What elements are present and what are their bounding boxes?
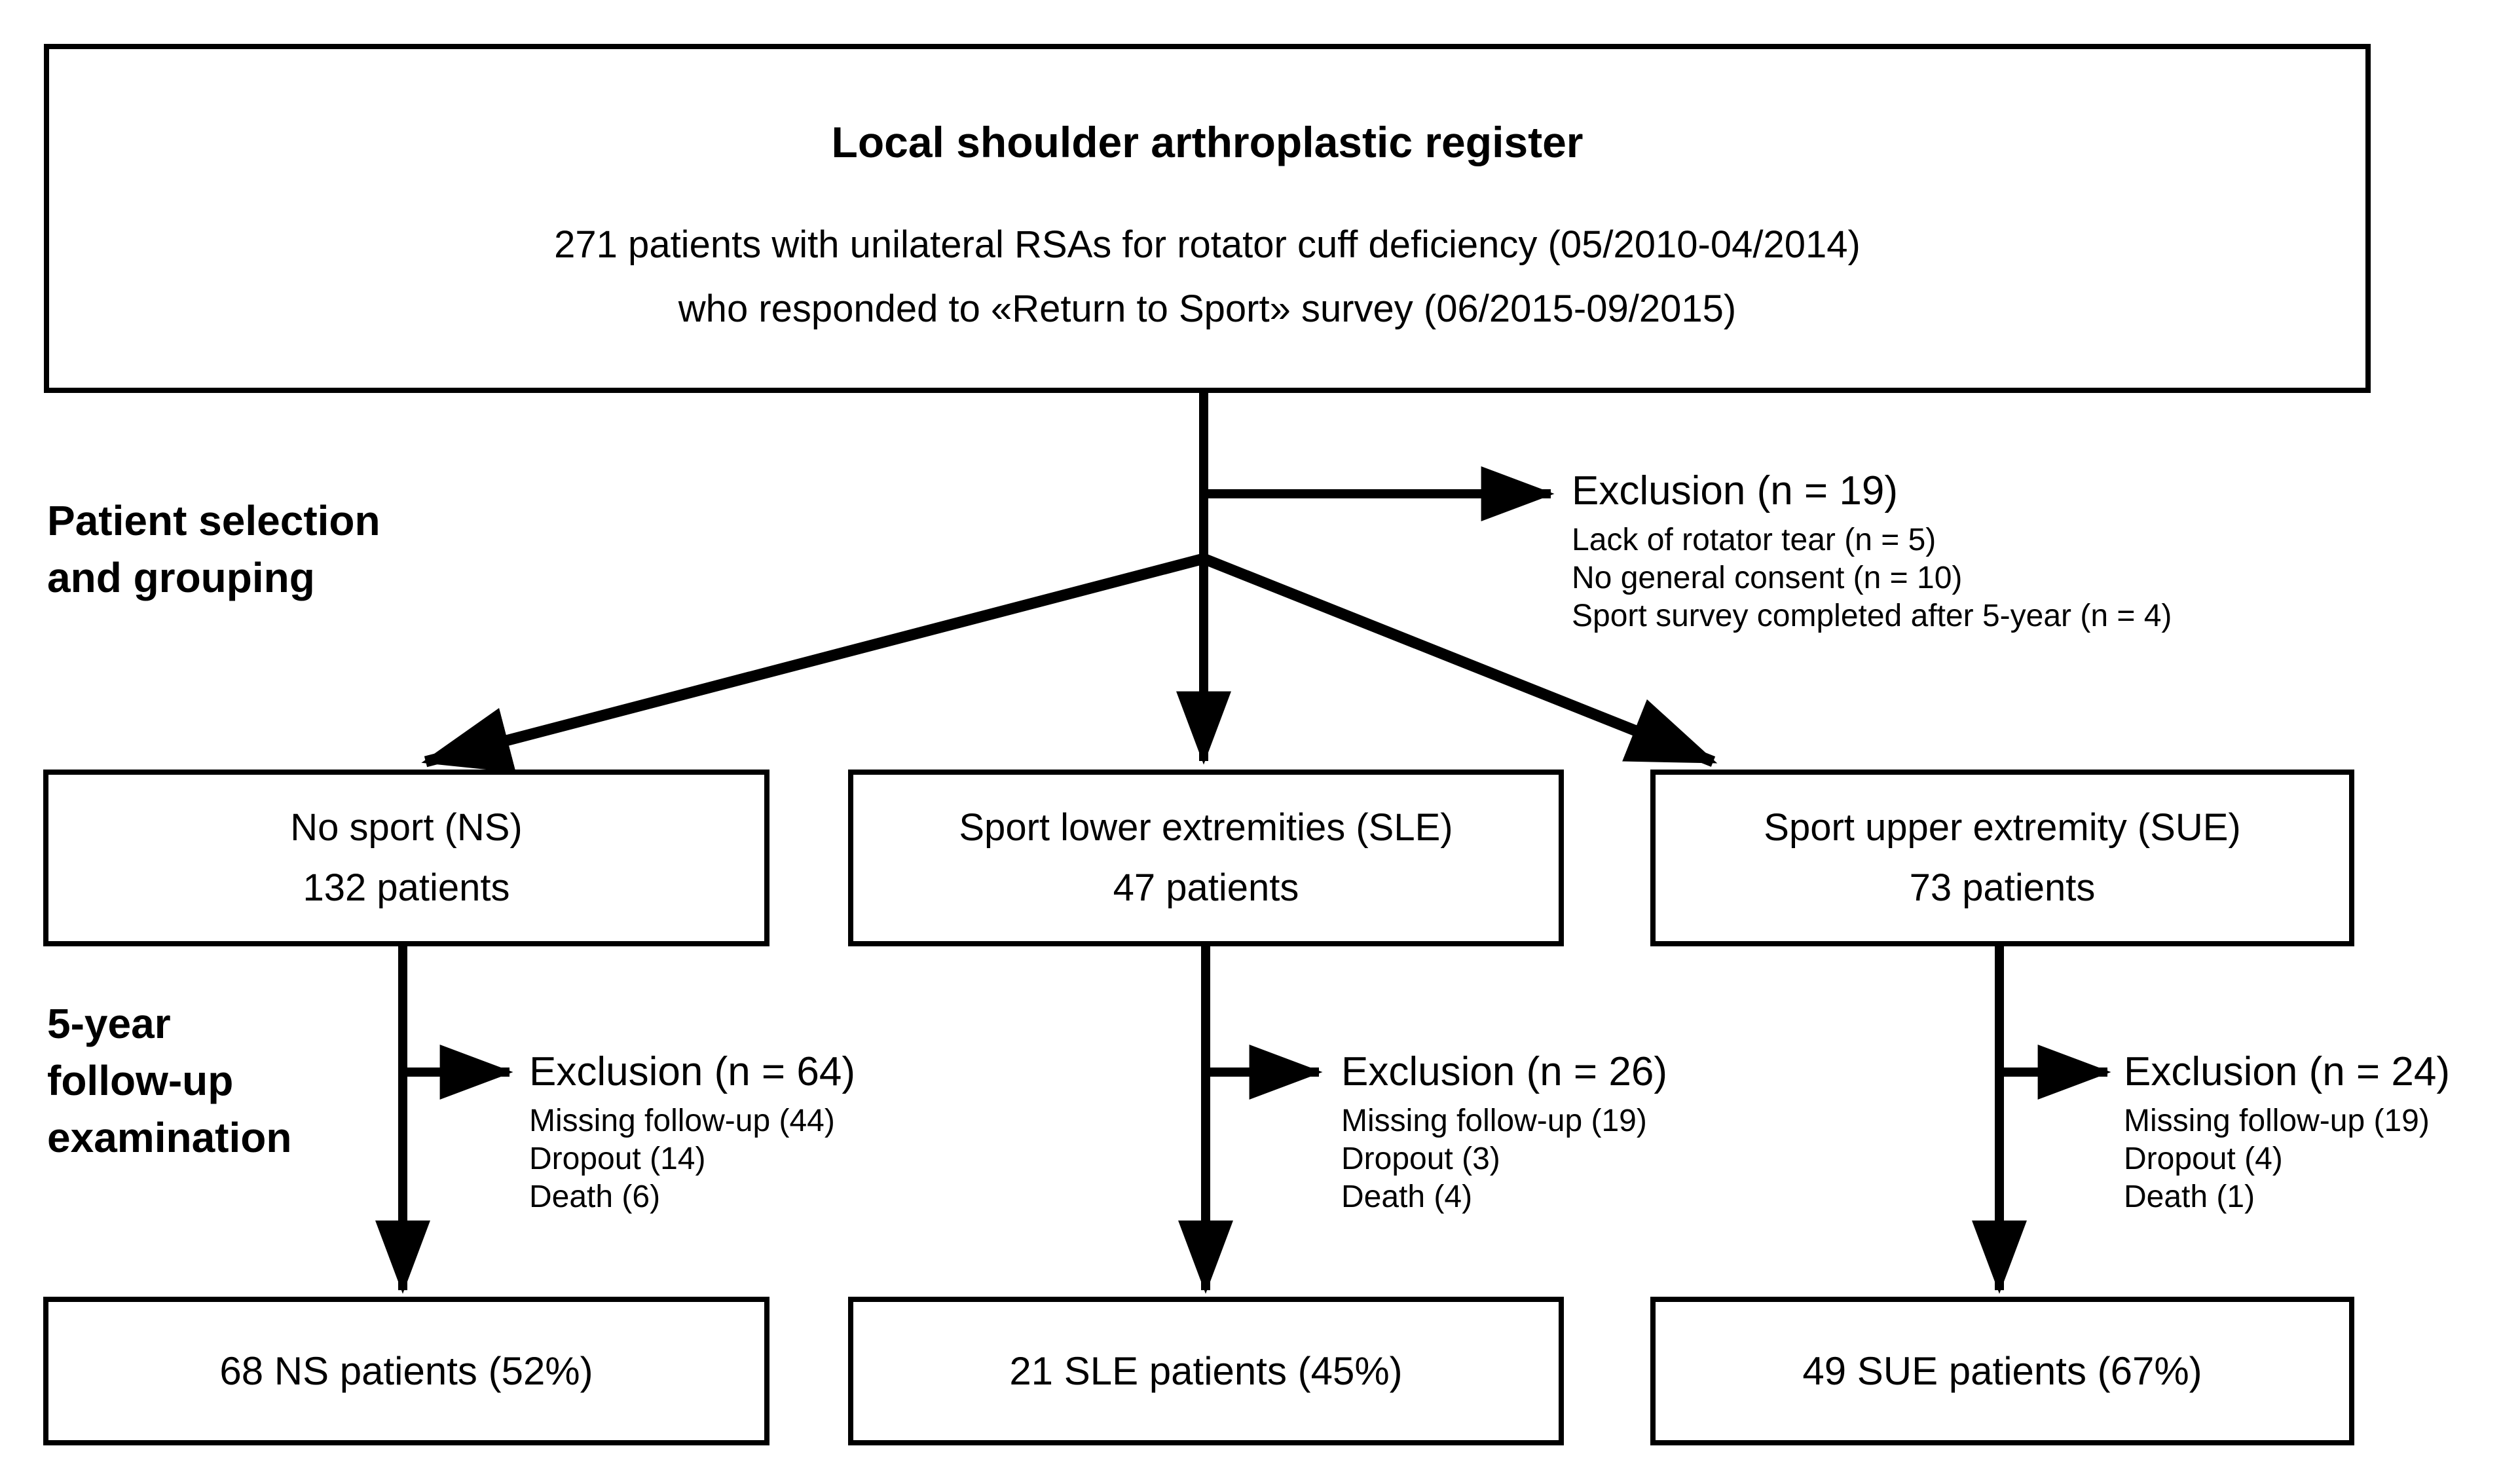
exclusion-top-item: Sport survey completed after 5-year (n =… <box>1572 599 2172 633</box>
register-description-line1: 271 patients with unilateral RSAs for ro… <box>554 223 1861 266</box>
register-title: Local shoulder arthroplastic register <box>831 118 1584 166</box>
group-count: 132 patients <box>303 866 510 909</box>
exclusion-sle-items: Missing follow-up (19) Dropout (3) Death… <box>1341 1102 1667 1216</box>
group-name: Sport lower extremities (SLE) <box>959 806 1453 849</box>
register-description: 271 patients with unilateral RSAs for ro… <box>554 213 1861 341</box>
exclusion-sue-title: Exclusion (n = 24) <box>2124 1049 2450 1094</box>
exclusion-top-item: No general consent (n = 10) <box>1572 561 1963 595</box>
stage-label-followup-line2: follow-up <box>47 1057 234 1104</box>
group-count: 47 patients <box>1113 866 1299 909</box>
exclusion-block-sle: Exclusion (n = 26) Missing follow-up (19… <box>1341 1049 1667 1216</box>
stage-label-selection-line2: and grouping <box>47 554 315 601</box>
exclusion-sue-items: Missing follow-up (19) Dropout (4) Death… <box>2124 1102 2450 1216</box>
exclusion-sle-item: Missing follow-up (19) <box>1341 1104 1647 1138</box>
exclusion-sue-item: Death (1) <box>2124 1179 2255 1214</box>
exclusion-sle-title: Exclusion (n = 26) <box>1341 1049 1667 1094</box>
exclusion-ns-item: Death (6) <box>529 1179 661 1214</box>
exclusion-sle-item: Death (4) <box>1341 1179 1473 1214</box>
stage-label-selection-line1: Patient selection <box>47 497 380 544</box>
result-text: 21 SLE patients (45%) <box>1009 1348 1403 1393</box>
exclusion-block-sue: Exclusion (n = 24) Missing follow-up (19… <box>2124 1049 2450 1216</box>
stage-label-followup-line3: examination <box>47 1114 292 1161</box>
stage-label-selection: Patient selection and grouping <box>47 492 380 606</box>
exclusion-top-item: Lack of rotator tear (n = 5) <box>1572 523 1936 557</box>
result-text: 68 NS patients (52%) <box>219 1348 593 1393</box>
exclusion-ns-title: Exclusion (n = 64) <box>529 1049 855 1094</box>
result-box-sle: 21 SLE patients (45%) <box>848 1297 1564 1445</box>
exclusion-ns-item: Dropout (14) <box>529 1142 706 1176</box>
group-count: 73 patients <box>1909 866 2096 909</box>
result-box-sue: 49 SUE patients (67%) <box>1650 1297 2354 1445</box>
group-box-no-sport: No sport (NS) 132 patients <box>43 770 769 946</box>
group-box-sport-lower: Sport lower extremities (SLE) 47 patient… <box>848 770 1564 946</box>
exclusion-sle-item: Dropout (3) <box>1341 1142 1500 1176</box>
register-box: Local shoulder arthroplastic register 27… <box>44 44 2371 393</box>
group-name: No sport (NS) <box>290 806 523 849</box>
exclusion-ns-item: Missing follow-up (44) <box>529 1104 835 1138</box>
exclusion-ns-items: Missing follow-up (44) Dropout (14) Deat… <box>529 1102 855 1216</box>
register-description-line2: who responded to «Return to Sport» surve… <box>678 288 1737 330</box>
exclusion-block-ns: Exclusion (n = 64) Missing follow-up (44… <box>529 1049 855 1216</box>
group-box-sport-upper: Sport upper extremity (SUE) 73 patients <box>1650 770 2354 946</box>
exclusion-block-top: Exclusion (n = 19) Lack of rotator tear … <box>1572 468 2172 635</box>
arrow-branch-to-ns <box>421 553 1206 773</box>
result-box-ns: 68 NS patients (52%) <box>43 1297 769 1445</box>
exclusion-sue-item: Dropout (4) <box>2124 1142 2283 1176</box>
stage-label-followup-line1: 5-year <box>47 1000 171 1047</box>
exclusion-sue-item: Missing follow-up (19) <box>2124 1104 2430 1138</box>
arrow-branch-to-sue <box>1201 553 1718 767</box>
exclusion-top-title: Exclusion (n = 19) <box>1572 468 1898 513</box>
exclusion-top-items: Lack of rotator tear (n = 5) No general … <box>1572 521 2172 635</box>
group-name: Sport upper extremity (SUE) <box>1764 806 2241 849</box>
result-text: 49 SUE patients (67%) <box>1802 1348 2202 1393</box>
stage-label-followup: 5-year follow-up examination <box>47 995 291 1166</box>
